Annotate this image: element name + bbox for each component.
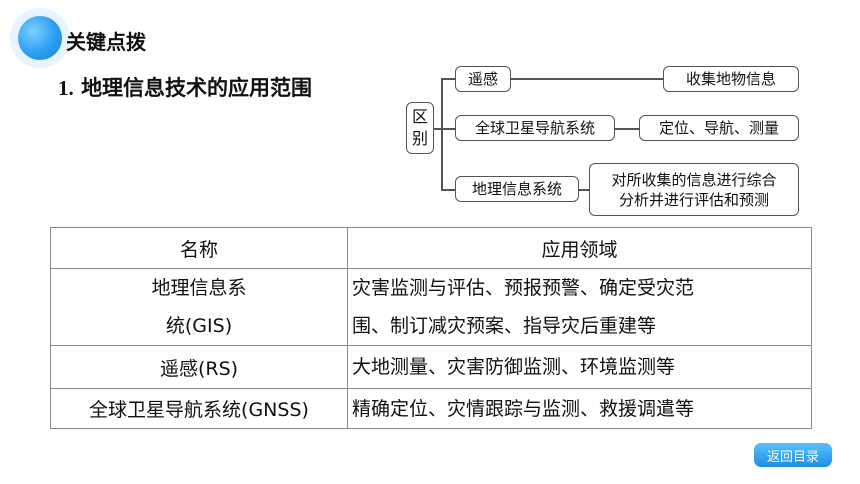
section-title: 关键点拨 xyxy=(66,30,146,54)
diagram-link-3 xyxy=(579,189,589,191)
application-table: 名称 应用领域 地理信息系 统(GIS) 灾害监测与评估、预报预警、确定受灾范 … xyxy=(50,227,812,429)
diagram-root-box: 区 别 xyxy=(406,102,434,154)
header-circle-icon xyxy=(18,16,62,60)
table-cell-name: 遥感(RS) xyxy=(50,345,348,389)
table-cell-use: 灾害监测与评估、预报预警、确定受灾范 围、制订减灾预案、指导灾后重建等 xyxy=(347,268,812,346)
back-to-contents-button[interactable]: 返回目录 xyxy=(754,443,832,467)
table-cell-name-line: 统(GIS) xyxy=(165,315,233,337)
diagram-link-1 xyxy=(511,78,663,80)
topic-text: 地理信息技术的应用范围 xyxy=(81,76,313,100)
diagram-root-char-2: 别 xyxy=(411,129,428,148)
table-cell-use: 大地测量、灾害防御监测、环境监测等 xyxy=(347,345,812,389)
diagram-use-gis-line-2: 分析并进行评估和预测 xyxy=(618,190,769,209)
table-row: 遥感(RS) 大地测量、灾害防御监测、环境监测等 xyxy=(50,345,812,389)
diagram-branch-1-stub xyxy=(441,78,455,80)
diagram-tech-gis: 地理信息系统 xyxy=(455,176,579,202)
topic-heading: 1. 地理信息技术的应用范围 xyxy=(58,72,312,102)
table-header-use: 应用领域 xyxy=(347,227,812,269)
table-cell-name: 地理信息系 统(GIS) xyxy=(50,268,348,346)
table-cell-name: 全球卫星导航系统(GNSS) xyxy=(50,388,348,429)
table-cell-use-line: 灾害监测与评估、预报预警、确定受灾范 xyxy=(352,277,695,299)
diagram-branch-3-stub xyxy=(441,189,455,191)
table-header-row: 名称 应用领域 xyxy=(50,227,812,269)
diagram-branch-2-stub xyxy=(441,128,455,130)
table-cell-use-line: 围、制订减灾预案、指导灾后重建等 xyxy=(352,315,657,337)
diagram-use-gnss: 定位、导航、测量 xyxy=(639,115,799,141)
diagram-root-char-1: 区 xyxy=(411,107,428,126)
table-cell-use: 精确定位、灾情跟踪与监测、救援调遣等 xyxy=(347,388,812,429)
diagram-trunk-line xyxy=(441,78,443,190)
diagram-use-gis-line-1: 对所收集的信息进行综合 xyxy=(611,170,777,189)
table-row: 全球卫星导航系统(GNSS) 精确定位、灾情跟踪与监测、救援调遣等 xyxy=(50,388,812,429)
diagram-use-gis: 对所收集的信息进行综合 分析并进行评估和预测 xyxy=(589,163,799,216)
diagram-tech-remote-sensing: 遥感 xyxy=(455,66,511,92)
diagram-use-remote-sensing: 收集地物信息 xyxy=(663,66,799,92)
table-cell-name-line: 地理信息系 xyxy=(151,277,247,299)
topic-number: 1. xyxy=(58,76,74,100)
table-header-name: 名称 xyxy=(50,227,348,269)
table-row: 地理信息系 统(GIS) 灾害监测与评估、预报预警、确定受灾范 围、制订减灾预案… xyxy=(50,268,812,346)
diagram-root-connector xyxy=(434,128,442,130)
diagram-link-2 xyxy=(615,128,639,130)
diagram-tech-gnss: 全球卫星导航系统 xyxy=(455,115,615,141)
